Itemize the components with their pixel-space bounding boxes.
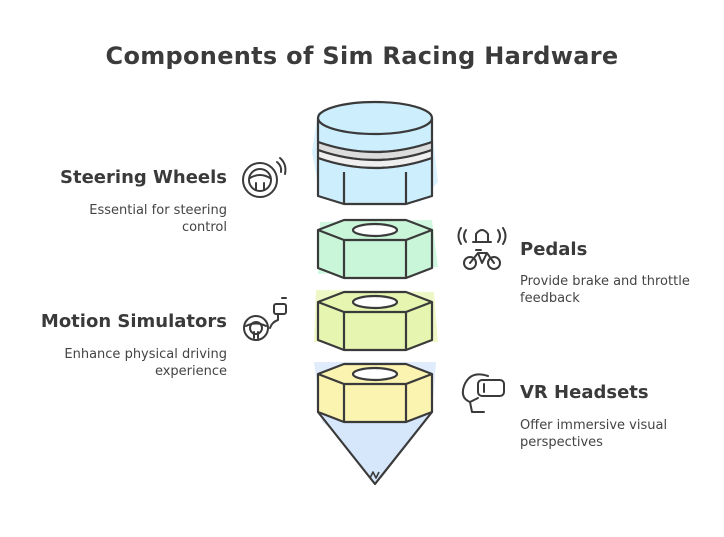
pedals-desc-line2: feedback xyxy=(520,291,580,306)
motion-simulators-description: Enhance physical driving experience xyxy=(7,346,227,380)
motion-simulators-desc-line1: Enhance physical driving xyxy=(64,347,227,362)
vr-headsets-description: Offer immersive visual perspectives xyxy=(520,417,720,451)
steering-wheel-icon xyxy=(242,157,287,198)
bicycle-bell-icon xyxy=(457,227,507,270)
hardware-stack xyxy=(312,100,438,486)
steering-signal-icon xyxy=(243,297,287,341)
lime-nut-shape xyxy=(316,290,434,352)
steering-wheels-desc-line2: control xyxy=(181,220,227,235)
steering-wheels-heading: Steering Wheels xyxy=(60,167,227,188)
green-nut-shape xyxy=(316,218,434,280)
top-cap-shape xyxy=(316,100,434,206)
pedals-desc-line1: Provide brake and throttle xyxy=(520,274,690,289)
motion-simulators-heading: Motion Simulators xyxy=(40,311,227,332)
diagram-title: Components of Sim Racing Hardware xyxy=(105,42,619,70)
vr-headsets-heading: VR Headsets xyxy=(520,382,649,403)
steering-wheels-description: Essential for steering control xyxy=(7,202,227,236)
steering-wheels-desc-line1: Essential for steering xyxy=(89,203,227,218)
vr-headsets-desc-line2: perspectives xyxy=(520,435,603,450)
pedals-heading: Pedals xyxy=(520,239,588,260)
pedals-description: Provide brake and throttle feedback xyxy=(520,273,720,307)
motion-simulators-desc-line2: experience xyxy=(154,364,227,379)
vr-headsets-desc-line1: Offer immersive visual xyxy=(520,418,668,433)
bottom-tip-shape xyxy=(316,362,434,486)
vr-headset-icon xyxy=(461,373,505,413)
